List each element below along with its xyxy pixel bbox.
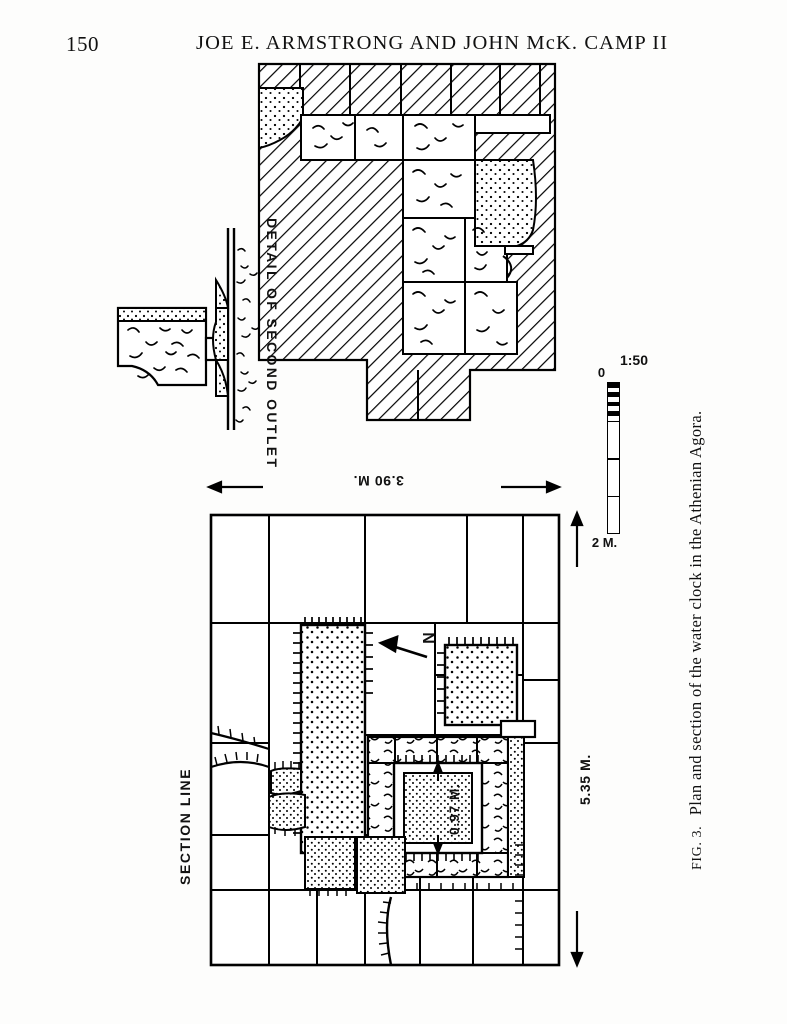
figure-caption: FIG. 3. Plan and section of the water cl… [686,330,706,870]
dimension-label-top: 3.90 M. [353,473,404,489]
plan-drawing: 3.90 M. 5.35 M. 0.97 M. SECTION LINE N [177,473,593,980]
scale-ratio-label: 1:50 [619,352,649,369]
figure-caption-text: Plan and section of the water clock in t… [686,410,705,816]
running-head: 150 JOE E. ARMSTRONG AND JOHN McK. CAMP … [0,30,787,60]
running-head-authors: JOE E. ARMSTRONG AND JOHN McK. CAMP II [196,32,669,54]
detail-title: DETAIL OF SECOND OUTLET [264,218,280,470]
scale-bar-track [607,382,620,534]
section-drawing [255,60,595,430]
scale-zero-label: 0 [597,365,606,381]
scale-bar: 1:50 0 2 M. [592,352,648,552]
detail-of-second-outlet: DETAIL OF SECOND OUTLET [110,210,295,469]
dimension-label-right: 5.35 M. [577,754,593,805]
page-number: 150 [66,32,99,56]
section-line-label: SECTION LINE [177,767,193,885]
north-label: N [418,632,436,644]
figure-number: FIG. 3. [690,825,705,870]
dimension-label-inner: 0.97 M. [447,782,462,835]
scale-end-label: 2 M. [591,535,618,551]
